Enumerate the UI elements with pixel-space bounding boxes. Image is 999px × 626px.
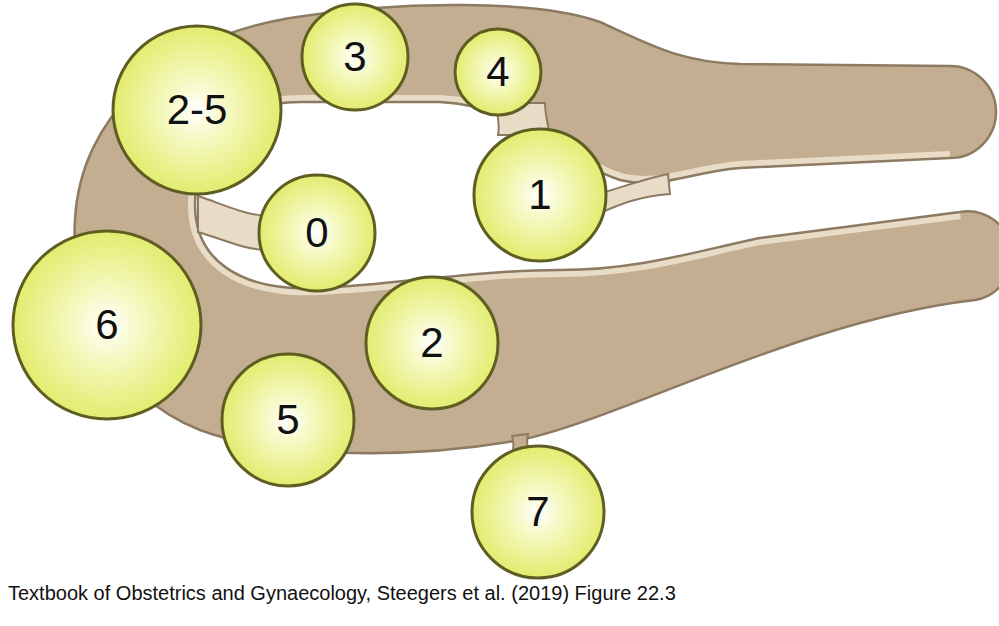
- fibroid-shape: [113, 26, 281, 194]
- fibroid-circle: 3: [300, 2, 410, 112]
- fibroid-shape: [474, 129, 606, 261]
- fibroid-stalk: [198, 196, 268, 250]
- fibroid-circle: 4: [453, 27, 543, 117]
- fibroid-circle: 6: [11, 229, 203, 421]
- fibroid-shape: [259, 175, 375, 291]
- fibroid-shape: [13, 231, 201, 419]
- fibroid-circle: 1: [472, 127, 608, 263]
- fibroid-circle: 2-5: [111, 24, 283, 196]
- fibroid-shape: [472, 446, 604, 578]
- callout-number: 4: [486, 51, 509, 93]
- figure-caption: Textbook of Obstetrics and Gynaecology, …: [8, 582, 676, 605]
- fibroid-shape: [455, 29, 541, 115]
- callout-number: 6: [95, 304, 118, 346]
- callout-number: 7: [526, 491, 549, 533]
- fibroid-shape: [302, 4, 408, 110]
- fibroid-circle: 5: [220, 352, 356, 488]
- uterus-wall: [75, 5, 999, 453]
- fibroid-circle: 7: [470, 444, 606, 580]
- fibroid-shape: [366, 277, 498, 409]
- fibroid-shape: [222, 354, 354, 486]
- fibroid-circle: 2: [364, 275, 500, 411]
- callout-number: 2-5: [167, 89, 228, 131]
- uterus-outline: [75, 5, 999, 453]
- callout-number: 2: [420, 322, 443, 364]
- callout-number: 3: [343, 36, 366, 78]
- callout-number: 5: [276, 399, 299, 441]
- callout-number: 1: [528, 174, 551, 216]
- callout-number: 0: [305, 212, 328, 254]
- fibroid-circle: 0: [257, 173, 377, 293]
